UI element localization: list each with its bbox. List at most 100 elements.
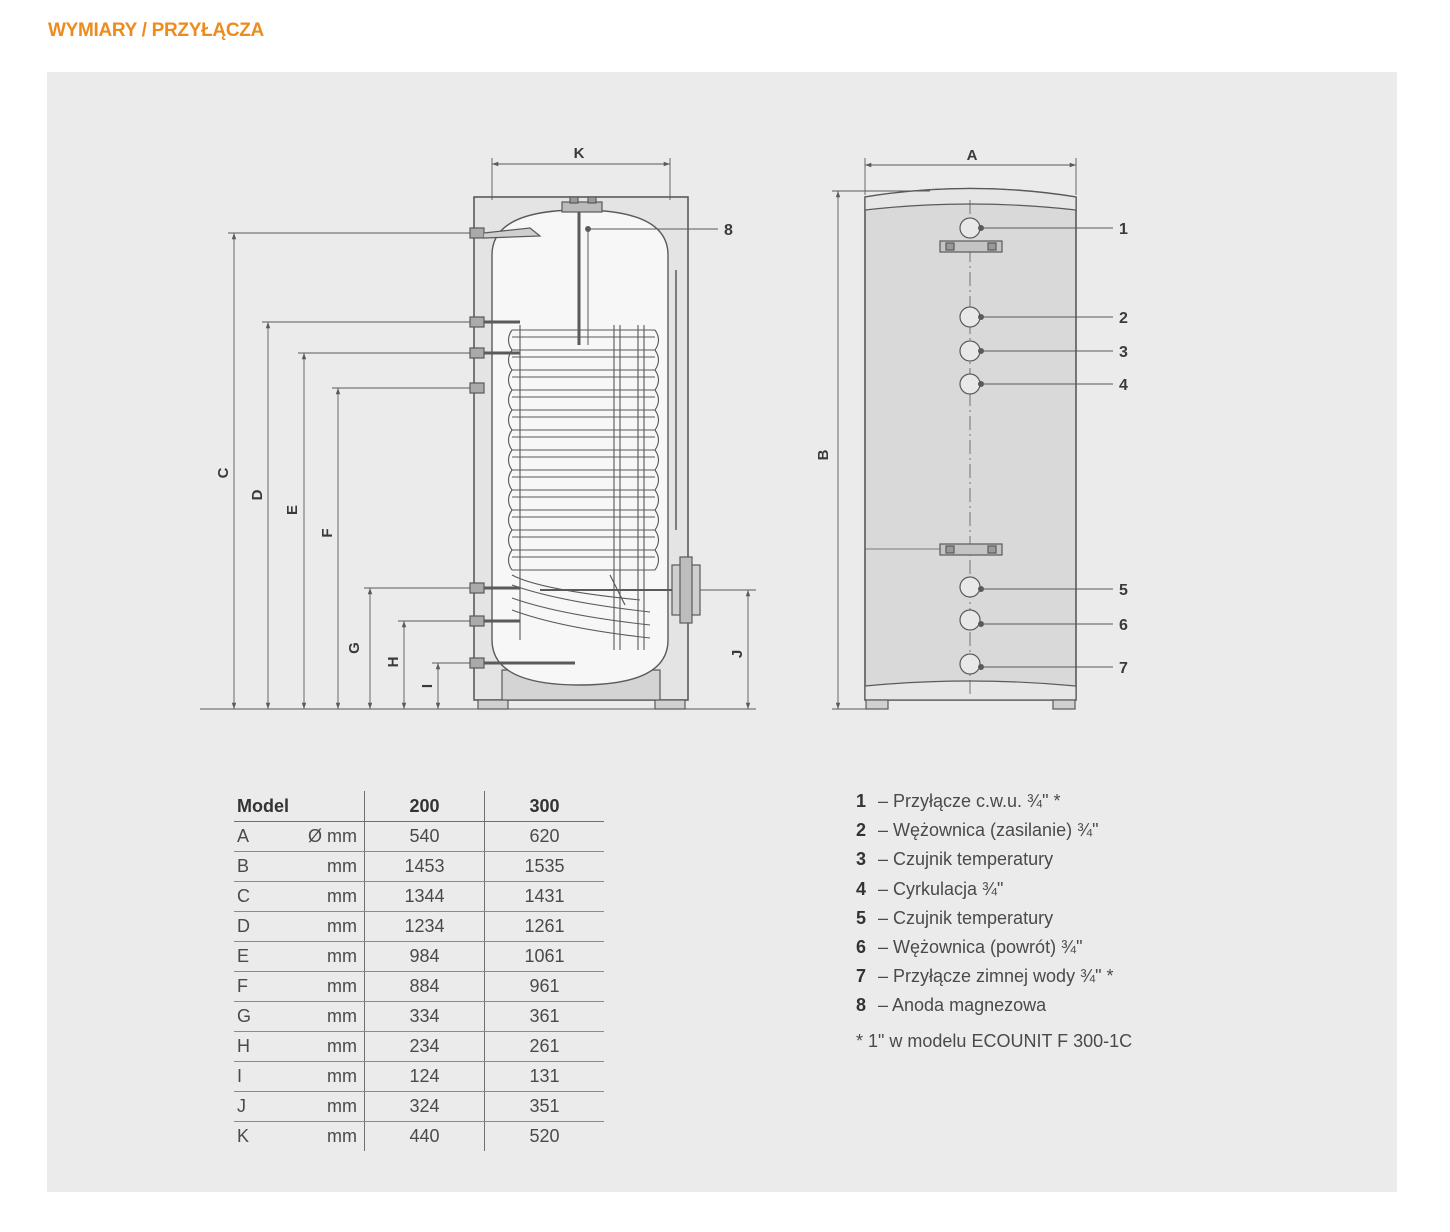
row-unit: mm bbox=[297, 1001, 365, 1032]
row-unit: mm bbox=[297, 1061, 365, 1092]
row-value-300: 361 bbox=[484, 1001, 604, 1032]
callout-dots bbox=[978, 225, 984, 670]
legend-item: 3– Czujnik temperatury bbox=[856, 847, 1132, 876]
row-value-300: 261 bbox=[484, 1031, 604, 1062]
page-title: WYMIARY / PRZYŁĄCZA bbox=[48, 20, 264, 41]
dim-label-j: J bbox=[729, 650, 746, 658]
row-value-300: 1431 bbox=[484, 881, 604, 912]
row-value-200: 334 bbox=[364, 1001, 485, 1032]
dim-label-f: F bbox=[319, 528, 336, 537]
dim-label-k: K bbox=[574, 145, 585, 162]
row-unit: mm bbox=[297, 1031, 365, 1062]
row-value-200: 440 bbox=[364, 1121, 485, 1151]
callout-4: 4 bbox=[1119, 377, 1128, 394]
row-dim: K bbox=[237, 1126, 250, 1146]
row-unit: mm bbox=[297, 881, 365, 912]
callout-1: 1 bbox=[1119, 221, 1128, 238]
legend-item: 2 – Wężownica (zasilanie) ¾" bbox=[856, 818, 1132, 847]
table-row: G mm 334 361 bbox=[234, 1001, 604, 1032]
table-row: J mm 324 351 bbox=[234, 1091, 604, 1122]
row-value-200: 1344 bbox=[364, 881, 485, 912]
row-dim: A bbox=[234, 821, 297, 852]
row-unit: mm bbox=[297, 851, 365, 882]
row-unit: mm bbox=[297, 971, 365, 1002]
connections-legend: 1 – Przyłącze c.w.u. ¾" * 2 – Wężownica (z… bbox=[856, 789, 1132, 1052]
dim-label-h: H bbox=[385, 657, 402, 668]
row-dim: I bbox=[234, 1061, 297, 1092]
legend-number: 6 bbox=[856, 936, 867, 957]
row-value-200: 1234 bbox=[364, 911, 485, 942]
dimensions-table: Model 200 300 A Ø mm 540 620 B mm 1453 1… bbox=[234, 791, 604, 1151]
legend-text: – Cyrkulacja ¾" bbox=[878, 878, 1004, 899]
row-dim: E bbox=[234, 941, 297, 972]
row-dim: F bbox=[234, 971, 297, 1002]
legend-text: – Czujnik temperatury bbox=[878, 907, 1054, 928]
row-dim: B bbox=[234, 851, 297, 882]
table-header-row: Model 200 300 bbox=[234, 791, 604, 822]
legend-item: 5 – Czujnik temperatury bbox=[856, 906, 1132, 935]
legend-number: 8 bbox=[856, 995, 867, 1016]
legend-item: 4 – Cyrkulacja ¾" bbox=[856, 877, 1132, 906]
legend-number: 2 bbox=[856, 820, 867, 841]
table-row: F mm 884 961 bbox=[234, 971, 604, 1002]
table-row: K mm 440 520 bbox=[234, 1121, 604, 1151]
dim-label-b: B bbox=[815, 449, 832, 460]
dim-label-c: C bbox=[215, 467, 232, 478]
row-value-300: 1061 bbox=[484, 941, 604, 972]
row-unit: Ø mm bbox=[297, 821, 365, 852]
legend-item: 8 – Anoda magnezowa bbox=[856, 993, 1132, 1022]
legend-text: – Przyłącze c.w.u. ¾" * bbox=[878, 791, 1061, 811]
table-row: D mm 1234 1261 bbox=[234, 911, 604, 942]
section-dimensions bbox=[200, 158, 756, 710]
legend-footnote: * 1" w modelu ECOUNIT F 300-1C bbox=[856, 1030, 1133, 1051]
legend-text: – Wężownica (zasilanie) ¾" bbox=[878, 820, 1099, 841]
row-value-200: 1453 bbox=[364, 851, 485, 882]
legend-number: 7 bbox=[856, 966, 867, 987]
table-row: B mm 1453 1535 bbox=[234, 851, 604, 882]
row-value-300: 131 bbox=[484, 1061, 604, 1092]
row-value-300: 520 bbox=[529, 1126, 560, 1146]
row-dim: C bbox=[234, 881, 297, 912]
row-value-200: 234 bbox=[364, 1031, 485, 1062]
legend-text: – Przyłącze zimnej wody ¾" * bbox=[878, 966, 1114, 987]
header-model-200: 200 bbox=[364, 791, 485, 822]
front-dimensions bbox=[832, 158, 1113, 710]
row-value-300: 351 bbox=[484, 1091, 604, 1122]
row-dim: H bbox=[234, 1031, 297, 1062]
header-model: Model bbox=[234, 791, 365, 822]
row-value-200: 124 bbox=[364, 1061, 485, 1092]
legend-text: – Czujnik temperatury bbox=[878, 849, 1054, 870]
legend-text: – Anoda magnezowa bbox=[878, 995, 1047, 1016]
row-value-200: 884 bbox=[364, 971, 485, 1002]
table-row: H mm 234 261 bbox=[234, 1031, 604, 1062]
table-row: A Ø mm 540 620 bbox=[234, 821, 604, 852]
callout-numbers: 1 2 3 4 5 6 7 8 bbox=[724, 221, 1128, 677]
row-value-300: 1535 bbox=[484, 851, 604, 882]
legend-item: 6– Wężownica (powrót) ¾" bbox=[856, 935, 1132, 964]
callout-8: 8 bbox=[724, 222, 733, 239]
legend-number: 5 bbox=[856, 907, 867, 928]
row-value-300: 961 bbox=[484, 971, 604, 1002]
row-dim: G bbox=[234, 1001, 297, 1032]
callout-2: 2 bbox=[1119, 310, 1128, 327]
dim-label-i: I bbox=[419, 684, 436, 688]
row-value-200: 324 bbox=[364, 1091, 485, 1122]
callout-3: 3 bbox=[1119, 344, 1128, 361]
row-dim: D bbox=[234, 911, 297, 942]
row-value-300: 1261 bbox=[484, 911, 604, 942]
legend-number: 4 bbox=[856, 878, 867, 899]
row-unit: mm bbox=[297, 1091, 365, 1122]
header-model-300: 300 bbox=[484, 791, 604, 822]
legend-item: 1 – Przyłącze c.w.u. ¾" * bbox=[856, 789, 1132, 818]
front-view bbox=[864, 187, 1077, 710]
table-row: I mm 124 131 bbox=[234, 1061, 604, 1092]
dim-label-g: G bbox=[346, 642, 363, 654]
dim-label-a: A bbox=[967, 147, 978, 164]
row-value-200: 984 bbox=[364, 941, 485, 972]
callout-6: 6 bbox=[1119, 617, 1128, 634]
section-view bbox=[469, 196, 701, 710]
legend-number: 1 bbox=[856, 791, 867, 811]
row-unit: mm bbox=[297, 941, 365, 972]
row-unit: mm bbox=[297, 1121, 365, 1151]
callout-5: 5 bbox=[1119, 582, 1128, 599]
